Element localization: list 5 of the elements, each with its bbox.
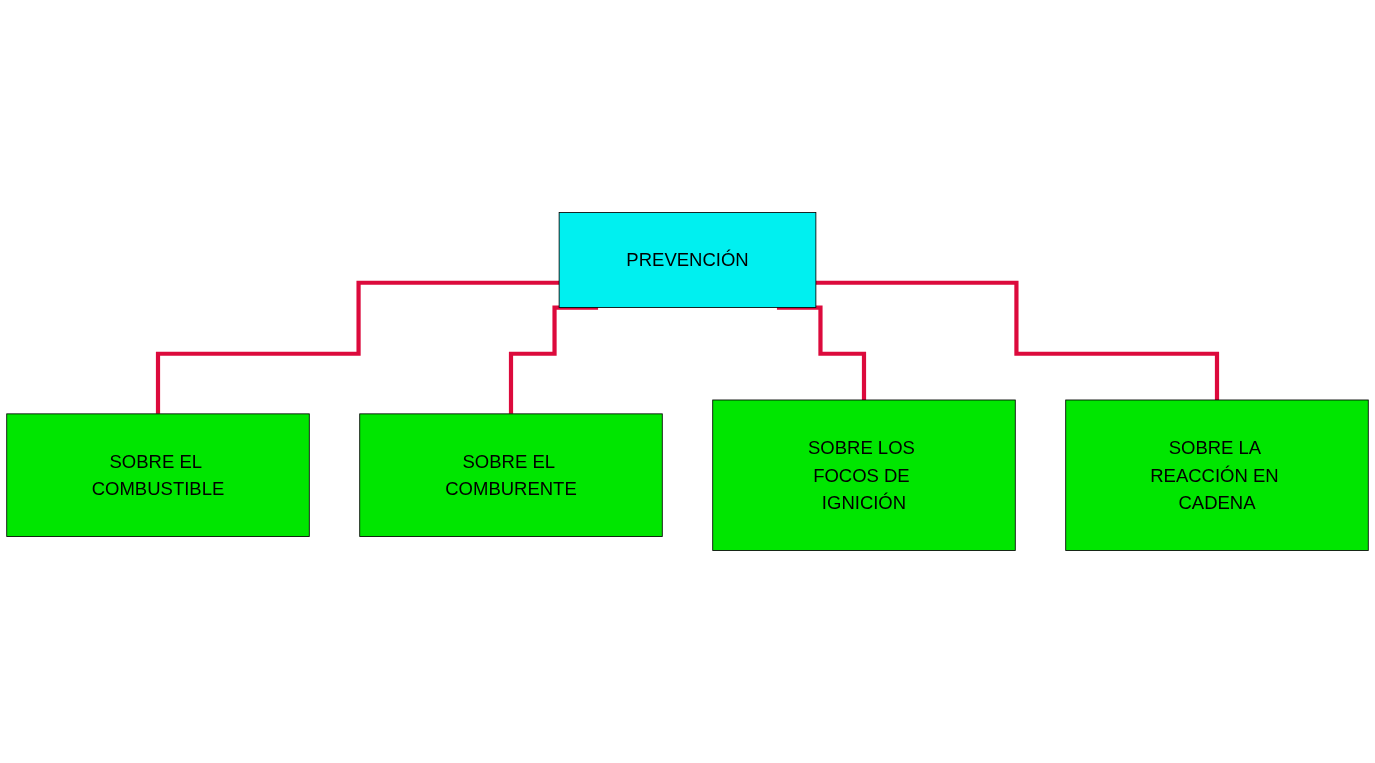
node-box: PREVENCIÓN [558,212,817,308]
node-box: SOBRE LOS FOCOS DE IGNICIÓN [712,399,1016,551]
node-box: SOBRE EL COMBUSTIBLE [6,413,310,537]
node-box: SOBRE EL COMBURENTE [359,413,663,537]
node-box: SOBRE LA REACCIÓN EN CADENA [1065,399,1369,551]
